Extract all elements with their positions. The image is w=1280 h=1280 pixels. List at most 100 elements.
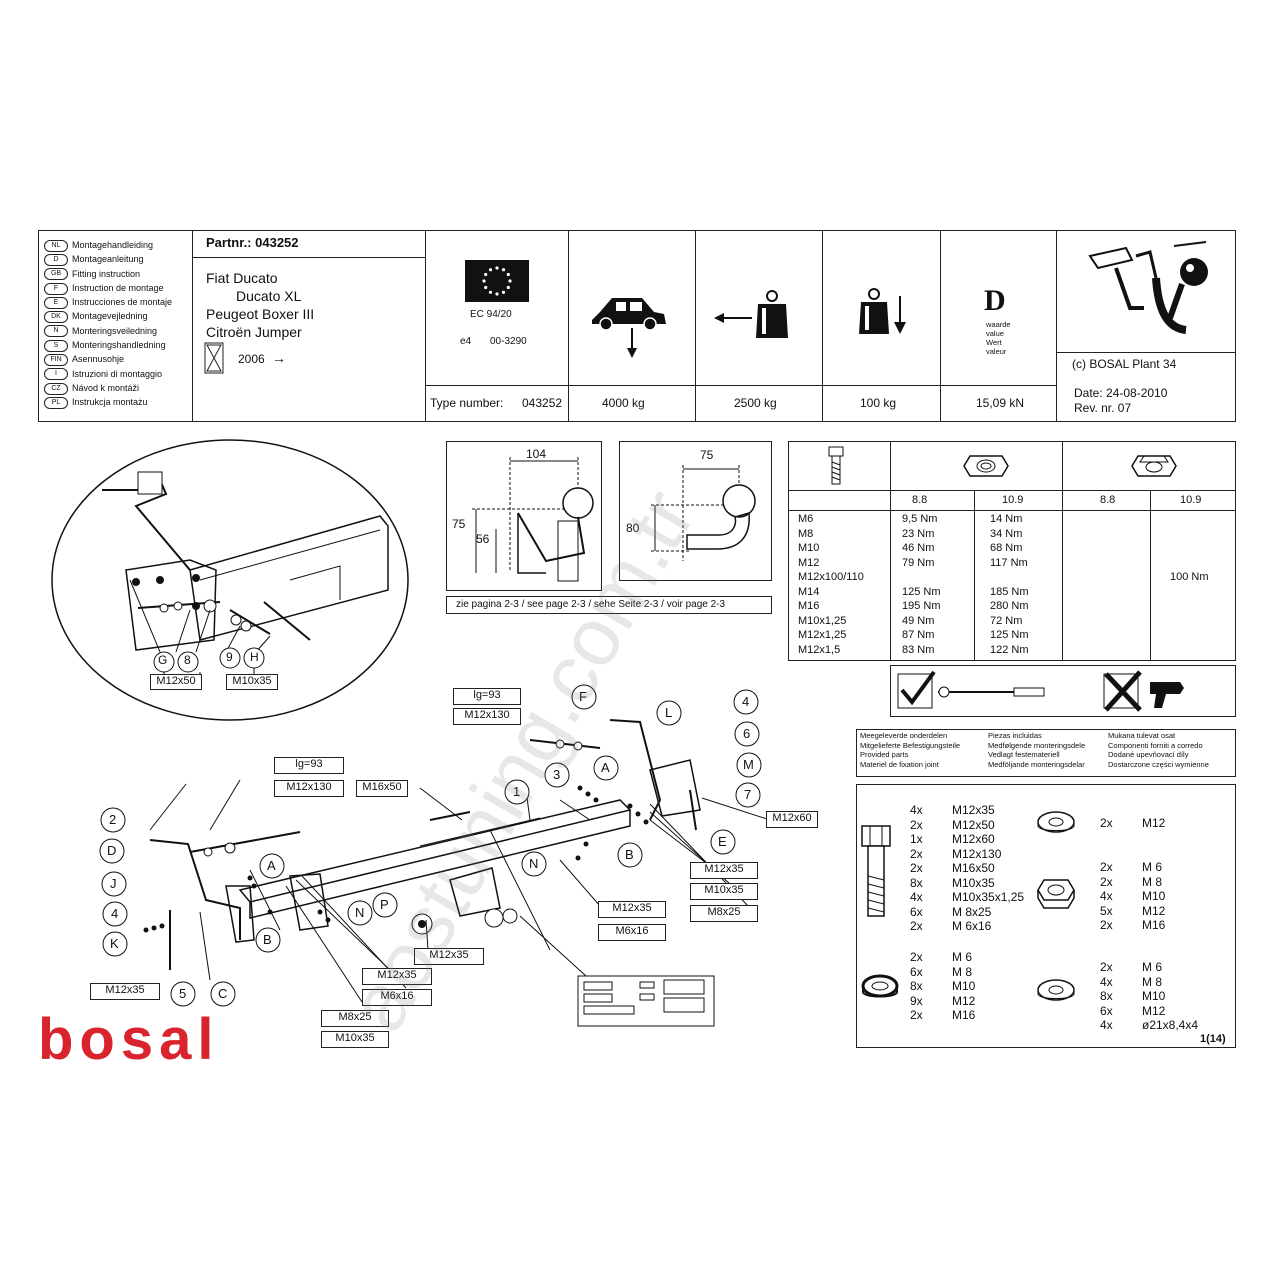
year-arrow-icon: → bbox=[272, 350, 286, 366]
callout-N-left: N bbox=[355, 905, 365, 920]
callout-D: D bbox=[107, 843, 117, 858]
label-m12x35-left: M12x35 bbox=[362, 968, 432, 985]
callout-5: 5 bbox=[179, 986, 187, 1001]
supplied-parts-header bbox=[856, 729, 1236, 777]
trailer-weight-icon bbox=[714, 290, 788, 338]
label-m16x50: M16x50 bbox=[356, 780, 408, 797]
label-m12x35-right: M12x35 bbox=[690, 862, 758, 879]
see-page-note-box bbox=[446, 596, 772, 614]
callout-4-left: 4 bbox=[111, 906, 119, 921]
d-word: valeur bbox=[986, 347, 1007, 356]
callout-7: 7 bbox=[744, 787, 752, 802]
callout-9: 9 bbox=[226, 650, 233, 664]
eu-flag-icon bbox=[465, 260, 529, 302]
vehicle-4: Citroën Jumper bbox=[206, 324, 302, 340]
label-m8x25-left: M8x25 bbox=[321, 1010, 389, 1027]
label-lg93-left: lg=93 bbox=[274, 757, 344, 774]
impact-wrench-forbidden-icon bbox=[1103, 670, 1184, 712]
grade-88: 8.8 bbox=[912, 494, 928, 506]
detail-view-drawing bbox=[51, 439, 409, 721]
square-nut-qty: 2x bbox=[1100, 816, 1113, 830]
label-m12x35-far-left: M12x35 bbox=[90, 983, 160, 1000]
d-word: Wert bbox=[986, 338, 1002, 347]
nut-icon bbox=[963, 455, 1009, 477]
callout-N-right: N bbox=[529, 856, 539, 871]
type-label: Type number: bbox=[430, 396, 504, 410]
washer-icon bbox=[1037, 979, 1075, 1001]
label-m6x16-left: M6x16 bbox=[362, 989, 432, 1006]
callout-G: G bbox=[158, 653, 168, 667]
lock-nut-torque: 100 Nm bbox=[1170, 571, 1209, 583]
part-number: Partnr.: 043252 bbox=[206, 235, 299, 250]
torque-wrench-ok-icon bbox=[897, 670, 1045, 709]
callout-A-left: A bbox=[267, 858, 276, 873]
type-number: 043252 bbox=[522, 396, 563, 410]
ball-dimension-drawing-2 bbox=[651, 465, 756, 561]
label-m12x50: M12x50 bbox=[150, 674, 202, 690]
revision-number: Rev. nr. 07 bbox=[1074, 401, 1132, 415]
label-m10x35: M10x35 bbox=[226, 674, 278, 690]
dim-80: 80 bbox=[626, 521, 640, 535]
label-m12x130-right: M12x130 bbox=[453, 708, 521, 725]
callout-K: K bbox=[110, 936, 119, 951]
callout-2: 2 bbox=[109, 812, 117, 827]
model-year: 2006 bbox=[238, 352, 265, 366]
dim-104: 104 bbox=[526, 447, 547, 461]
label-m12x130-left: M12x130 bbox=[274, 780, 344, 797]
vertical-load: 100 kg bbox=[860, 396, 897, 410]
callout-L: L bbox=[665, 705, 673, 720]
callout-M: M bbox=[743, 757, 754, 772]
dim-75-height: 75 bbox=[452, 517, 466, 531]
label-m8x25-right: M8x25 bbox=[690, 905, 758, 922]
dimension-box-1 bbox=[446, 441, 602, 591]
bolt-icon bbox=[828, 446, 844, 485]
callout-J: J bbox=[110, 876, 117, 891]
label-m10x35-right: M10x35 bbox=[690, 883, 758, 900]
e4-number: 00-3290 bbox=[490, 336, 527, 347]
ball-dimension-drawing-1 bbox=[472, 457, 594, 582]
d-value: 15,09 kN bbox=[976, 396, 1025, 410]
callout-B-right: B bbox=[625, 847, 634, 862]
spring-washer-icon bbox=[861, 974, 899, 998]
ec-approval: EC 94/20 bbox=[470, 309, 512, 320]
grade-88-lock: 8.8 bbox=[1100, 494, 1116, 506]
callout-C: C bbox=[218, 986, 228, 1001]
grade-109-lock: 10.9 bbox=[1180, 494, 1202, 506]
callout-6: 6 bbox=[743, 726, 751, 741]
tool-row bbox=[890, 665, 1236, 717]
callout-P: P bbox=[380, 897, 389, 912]
hex-nut-icon bbox=[1037, 879, 1075, 909]
label-m6x16-center: M6x16 bbox=[598, 924, 666, 941]
d-word: value bbox=[986, 329, 1004, 338]
dimension-box-2 bbox=[619, 441, 772, 581]
flat-washer-icon bbox=[1037, 811, 1075, 833]
towbar-sketch-icon bbox=[1088, 241, 1208, 334]
callout-3: 3 bbox=[553, 767, 561, 782]
copyright: (c) BOSAL Plant 34 bbox=[1072, 357, 1177, 371]
e4-label: e4 bbox=[460, 336, 472, 347]
car-weight-icon bbox=[592, 298, 666, 358]
total-weight: 4000 kg bbox=[602, 396, 645, 410]
label-lg93-right: lg=93 bbox=[453, 688, 521, 705]
callout-E: E bbox=[718, 834, 727, 849]
square-nut-size: M12 bbox=[1142, 816, 1166, 830]
bosal-logo: bosal bbox=[38, 1007, 220, 1072]
parts-list bbox=[856, 784, 1236, 1048]
callout-1: 1 bbox=[513, 784, 521, 799]
